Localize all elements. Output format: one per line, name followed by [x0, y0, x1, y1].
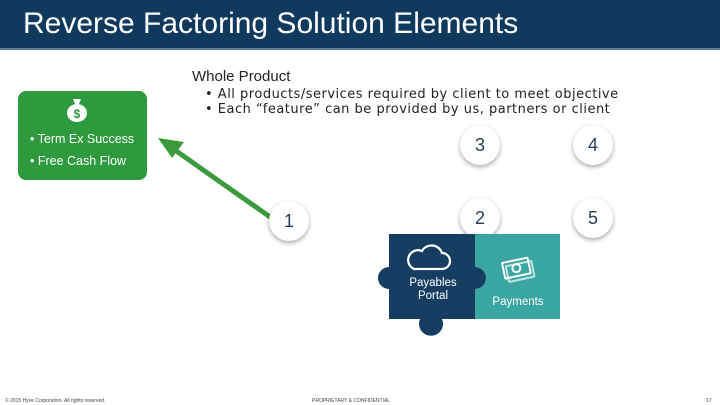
step-number-3: 3: [460, 125, 500, 165]
bullet-item: • All products/services required by clie…: [205, 87, 619, 102]
title-bar: Reverse Factoring Solution Elements: [0, 0, 720, 50]
svg-text:$: $: [74, 107, 81, 121]
puzzle-piece-payables-portal: [378, 234, 486, 336]
step-number-5: 5: [573, 198, 613, 238]
step-number-1: 1: [269, 201, 309, 241]
whole-product-bullets: • All products/services required by clie…: [205, 87, 619, 117]
title-underline: [0, 48, 720, 50]
payables-portal-label: Payables Portal: [398, 277, 468, 303]
puzzle-graphic: [378, 234, 560, 336]
step-number-2: 2: [460, 198, 500, 238]
footer-confidential: PROPRIETARY & CONFIDENTIAL: [312, 398, 391, 404]
cloud-icon: [407, 244, 452, 271]
footer-copyright: © 2015 Hyve Corporation. All rights rese…: [5, 398, 106, 404]
payments-label: Payments: [492, 296, 544, 308]
objective-item: • Term Ex Success: [30, 132, 135, 146]
whole-product-heading: Whole Product: [192, 68, 291, 85]
money-bag-icon: $: [67, 99, 87, 122]
footer-page-number: 17: [706, 398, 712, 404]
objective-item: • Free Cash Flow: [30, 154, 127, 168]
label-line: Portal: [417, 290, 449, 302]
page-title: Reverse Factoring Solution Elements: [23, 7, 519, 40]
bullet-item: • Each “feature” can be provided by us, …: [205, 102, 611, 117]
label-line: Payables: [409, 277, 457, 289]
cash-icon: [501, 256, 536, 283]
step-number-4: 4: [573, 125, 613, 165]
objective-list: • Term Ex Success • Free Cash Flow: [30, 128, 134, 172]
